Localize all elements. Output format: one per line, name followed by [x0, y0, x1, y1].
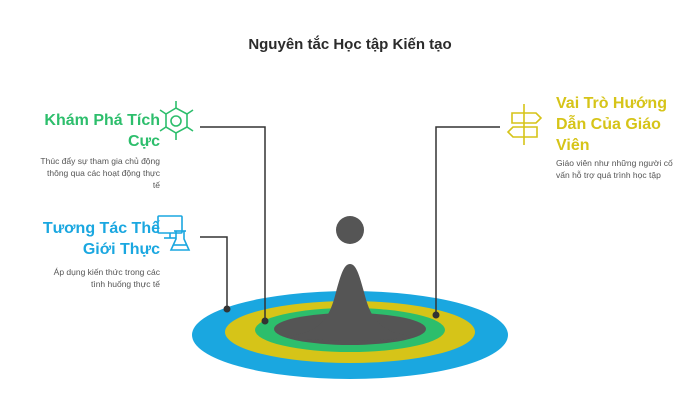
connector-line — [200, 236, 228, 309]
connector-dot — [223, 305, 231, 313]
desc-line: Giáo viên như những người cố — [556, 158, 673, 168]
teacher-guidance-heading: Vai Trò Hướng Dẫn Của Giáo Viên — [556, 93, 696, 156]
active-exploration-description: Thúc đẩy sự tham gia chủ động thông qua … — [10, 155, 160, 191]
molecule-icon — [159, 101, 194, 140]
active-exploration-heading: Khám Phá Tích Cực — [20, 110, 160, 152]
connector-dot — [261, 317, 269, 325]
heading-line: Cực — [127, 133, 160, 150]
signpost-icon — [506, 104, 543, 145]
desc-line: Áp dụng kiến thức trong các — [53, 267, 160, 277]
heading-line: Tương Tác Thế — [42, 220, 160, 237]
connector-line — [200, 126, 266, 321]
heading-line: Viên — [556, 137, 590, 154]
desc-line: thông qua các hoạt động thực — [47, 168, 160, 178]
connector-dot — [432, 311, 440, 319]
diagram-title: Nguyên tắc Học tập Kiến tạo — [248, 36, 452, 53]
heading-line: Dẫn Của Giáo — [556, 116, 661, 133]
real-world-interaction-description: Áp dụng kiến thức trong các tình huống t… — [10, 266, 160, 290]
ball — [336, 216, 364, 244]
heading-line: Vai Trò Hướng — [556, 95, 667, 112]
heading-line: Giới Thực — [82, 241, 160, 258]
desc-line: vấn hỗ trợ quá trình học tập — [556, 170, 661, 180]
teacher-guidance-description: Giáo viên như những người cố vấn hỗ trợ … — [556, 157, 696, 181]
desc-line: tế — [152, 180, 160, 190]
heading-line: Khám Phá Tích — [44, 112, 160, 129]
computer-flask-icon — [157, 215, 191, 251]
desc-line: Thúc đẩy sự tham gia chủ động — [40, 156, 160, 166]
desc-line: tình huống thực tế — [90, 279, 160, 289]
connector-line — [435, 126, 500, 315]
peak-shape — [285, 264, 415, 341]
real-world-interaction-heading: Tương Tác Thế Giới Thực — [20, 218, 160, 260]
